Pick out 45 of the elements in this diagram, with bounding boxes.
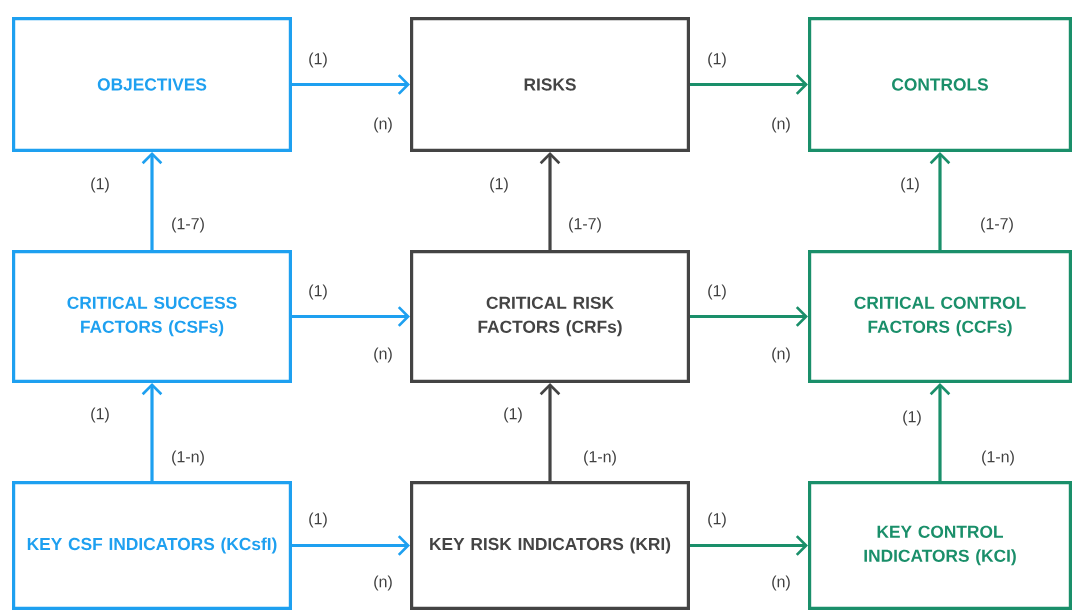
multiplicity-label: (1) <box>708 52 726 68</box>
multiplicity-label: (n) <box>374 117 392 133</box>
multiplicity-label: (n) <box>772 117 790 133</box>
multiplicity-label: (1) <box>309 512 327 528</box>
multiplicity-label: (n) <box>772 575 790 591</box>
multiplicity-label: (1) <box>504 407 522 423</box>
concept-box: CONTROLS <box>808 17 1072 152</box>
arrow <box>292 535 410 556</box>
concept-box: RISKS <box>410 17 690 152</box>
concept-box: OBJECTIVES <box>12 17 292 152</box>
arrow <box>690 306 808 327</box>
multiplicity-label: (1-7) <box>981 217 1013 233</box>
arrow <box>690 535 808 556</box>
multiplicity-label: (1-n) <box>172 450 204 466</box>
multiplicity-label: (1-7) <box>569 217 601 233</box>
concept-box: KEY RISK INDICATORS (KRI) <box>410 481 690 610</box>
arrow <box>292 74 410 95</box>
concept-box: KEY CONTROL INDICATORS (KCI) <box>808 481 1072 610</box>
multiplicity-label: (1) <box>903 410 921 426</box>
arrow <box>141 383 163 481</box>
multiplicity-label: (1) <box>309 52 327 68</box>
multiplicity-label: (1) <box>309 284 327 300</box>
concept-box: CRITICAL CONTROL FACTORS (CCFs) <box>808 250 1072 383</box>
arrow <box>141 152 163 250</box>
multiplicity-label: (1-n) <box>584 450 616 466</box>
multiplicity-label: (1-7) <box>172 217 204 233</box>
concept-box: CRITICAL SUCCESS FACTORS (CSFs) <box>12 250 292 383</box>
concept-box: CRITICAL RISK FACTORS (CRFs) <box>410 250 690 383</box>
arrow <box>539 383 561 481</box>
concept-box: KEY CSF INDICATORS (KCsfI) <box>12 481 292 610</box>
multiplicity-label: (1) <box>901 177 919 193</box>
arrow <box>929 383 951 481</box>
arrow <box>539 152 561 250</box>
arrow <box>690 74 808 95</box>
multiplicity-label: (1) <box>490 177 508 193</box>
multiplicity-label: (n) <box>374 347 392 363</box>
multiplicity-label: (1) <box>708 512 726 528</box>
multiplicity-label: (1) <box>91 407 109 423</box>
multiplicity-label: (1) <box>708 284 726 300</box>
multiplicity-label: (1) <box>91 177 109 193</box>
multiplicity-label: (1-n) <box>982 450 1014 466</box>
arrow <box>929 152 951 250</box>
multiplicity-label: (n) <box>374 575 392 591</box>
multiplicity-label: (n) <box>772 347 790 363</box>
arrow <box>292 306 410 327</box>
